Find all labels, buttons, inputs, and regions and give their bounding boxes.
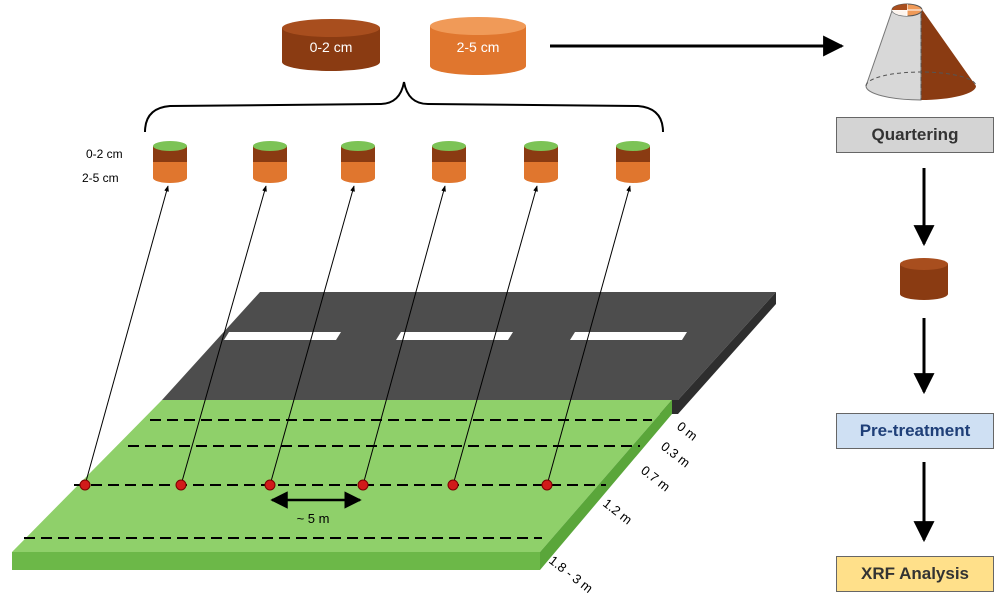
quartering-step-box: Quartering (836, 117, 994, 153)
brace (144, 81, 664, 133)
pretreatment-step-box: Pre-treatment (836, 413, 994, 449)
spacing-label: ~ 5 m (297, 511, 330, 526)
sample-arrows (84, 185, 631, 486)
distance-label-1-8-3m: 1.8 - 3 m (546, 553, 596, 596)
mini-cylinder-4 (432, 141, 466, 183)
pretreatment-sample-cylinder-icon (900, 258, 948, 300)
grass-field (12, 400, 672, 570)
cylinder-2-5cm-label: 2-5 cm (457, 39, 500, 55)
road-marking-1 (224, 332, 341, 340)
road-marking-2 (396, 332, 513, 340)
mini-cylinder-3 (341, 141, 375, 183)
distance-label-1-2m: 1.2 m (600, 496, 635, 528)
cylinder-2-5cm: 2-5 cm (430, 17, 526, 75)
road-marking-3 (570, 332, 687, 340)
distance-label-0m: 0 m (674, 419, 700, 444)
sample-points (79, 479, 553, 491)
quartering-cone-icon (865, 3, 977, 101)
mini-cylinder-1 (153, 141, 187, 183)
road (162, 292, 776, 414)
mini-cylinder-6 (616, 141, 650, 183)
mini-label-0-2cm: 0-2 cm (86, 147, 123, 161)
cylinder-0-2cm-label: 0-2 cm (310, 39, 353, 55)
mini-label-2-5cm: 2-5 cm (82, 171, 119, 185)
xrf-analysis-step-box: XRF Analysis (836, 556, 994, 592)
distance-label-0-7m: 0.7 m (638, 463, 673, 495)
cylinder-0-2cm: 0-2 cm (282, 19, 380, 71)
mini-cylinder-2 (253, 141, 287, 183)
distance-label-0-3m: 0.3 m (658, 439, 693, 471)
mini-cylinder-5 (524, 141, 558, 183)
